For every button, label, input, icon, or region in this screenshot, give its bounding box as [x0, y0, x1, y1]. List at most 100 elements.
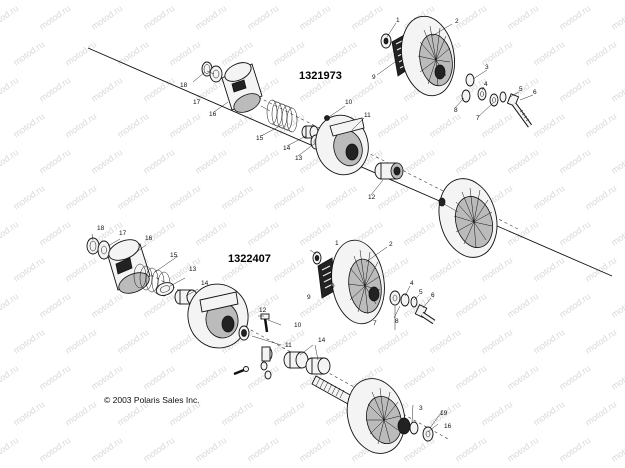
- watermark-text: motod.ru: [37, 291, 72, 320]
- watermark-text: motod.ru: [167, 183, 202, 212]
- watermark-text: motod.ru: [401, 219, 436, 248]
- watermark-text: motod.ru: [401, 363, 436, 392]
- watermark-text: motod.ru: [89, 435, 124, 464]
- watermark-text: motod.ru: [453, 435, 488, 464]
- part-14-bushings: [283, 351, 331, 375]
- watermark-text: motod.ru: [479, 327, 514, 356]
- watermark-text: motod.ru: [245, 435, 280, 464]
- watermark-text: motod.ru: [11, 39, 46, 68]
- watermark-text: motod.ru: [375, 327, 410, 356]
- watermark-text: motod.ru: [531, 399, 566, 428]
- part-3-washer-b: [389, 290, 401, 306]
- callout-top-4: 4: [484, 81, 488, 88]
- watermark-text: motod.ru: [453, 3, 488, 32]
- watermark-text: motod.ru: [11, 111, 46, 140]
- part-5-washer-b: [410, 296, 418, 308]
- watermark-text: motod.ru: [89, 291, 124, 320]
- part-sheave-bottom: [346, 378, 411, 454]
- watermark-text: motod.ru: [37, 219, 72, 248]
- watermark-text: motod.ru: [323, 183, 358, 212]
- watermark-text: motod.ru: [531, 255, 566, 284]
- watermark-text: motod.ru: [401, 147, 436, 176]
- callout-top-6: 6: [533, 89, 537, 96]
- watermark-text: motod.ru: [453, 363, 488, 392]
- watermark-text: motod.ru: [583, 327, 618, 356]
- part-17-washer: [209, 65, 223, 83]
- callout-bottom-12: 12: [259, 307, 267, 314]
- callout-top-7: 7: [476, 115, 480, 122]
- watermark-text: motod.ru: [583, 255, 618, 284]
- callout-bottom-1: 1: [335, 240, 339, 247]
- callout-bottom-18: 18: [97, 225, 105, 232]
- watermark-text: motod.ru: [479, 399, 514, 428]
- part-set-screws: [233, 361, 272, 380]
- watermark-text: motod.ru: [167, 39, 202, 68]
- watermark-text: motod.ru: [271, 255, 306, 284]
- callout-top-10: 10: [345, 99, 353, 106]
- callout-top-11: 11: [364, 112, 371, 119]
- assembly-number-top: 1321973: [299, 70, 342, 82]
- callouts-top: 1 2 3 4 5 6 7 8 9 10 11 12 13 14 15 16 1…: [180, 17, 537, 201]
- callout-top-18: 18: [180, 82, 188, 89]
- callout-bottom-6: 6: [431, 292, 435, 299]
- watermark-text: motod.ru: [557, 363, 592, 392]
- part-16-cover: [221, 62, 263, 113]
- watermark-text: motod.ru: [557, 291, 592, 320]
- watermark-text: motod.ru: [297, 3, 332, 32]
- bottom-assembly: [86, 233, 451, 454]
- part-roller-2: [261, 346, 273, 362]
- watermark-text: motod.ru: [193, 219, 228, 248]
- watermark-text: motod.ru: [0, 219, 20, 248]
- watermark-text: motod.ru: [505, 219, 540, 248]
- watermark-text: motod.ru: [37, 75, 72, 104]
- watermark-text: motod.ru: [531, 111, 566, 140]
- part-15-spring-b: [133, 263, 171, 297]
- watermark-text: motod.ru: [141, 291, 176, 320]
- part-2-fixed-sheave: [401, 15, 455, 97]
- watermark-text: motod.ru: [11, 399, 46, 428]
- part-10-button: [324, 115, 330, 121]
- watermark-text: motod.ru: [505, 363, 540, 392]
- part-14-bushing-b: [174, 289, 198, 305]
- callout-bottom-19: 19: [440, 410, 448, 417]
- watermark-text: motod.ru: [193, 147, 228, 176]
- watermark-text: motod.ru: [141, 435, 176, 464]
- callout-top-1: 1: [396, 17, 400, 24]
- part-15-spring: [266, 99, 298, 133]
- part-washers-bottom: [409, 421, 434, 442]
- watermark-text: motod.ru: [11, 255, 46, 284]
- callout-bottom-5: 5: [419, 289, 423, 296]
- watermark-text: motod.ru: [245, 3, 280, 32]
- callout-bottom-14: 14: [201, 280, 209, 287]
- watermark-text: motod.ru: [609, 3, 625, 32]
- watermark-text: motod.ru: [609, 219, 625, 248]
- watermark-text: motod.ru: [479, 255, 514, 284]
- part-3-washer: [465, 73, 475, 87]
- callout-top-14: 14: [283, 145, 291, 152]
- watermark-text: motod.ru: [609, 147, 625, 176]
- watermark-text: motod.ru: [167, 111, 202, 140]
- watermark-text: motod.ru: [245, 147, 280, 176]
- watermark-text: motod.ru: [0, 147, 20, 176]
- watermark-text: motod.ru: [609, 363, 625, 392]
- watermark-text: motod.ru: [453, 291, 488, 320]
- watermark-text: motod.ru: [583, 111, 618, 140]
- watermark-text: motod.ru: [167, 255, 202, 284]
- watermark-text: motod.ru: [37, 435, 72, 464]
- watermark-text: motod.ru: [63, 39, 98, 68]
- part-12-bushing: [374, 162, 404, 180]
- part-6-bolt: [506, 93, 533, 128]
- callout-top-15: 15: [256, 135, 264, 142]
- callout-bottom-17: 17: [119, 230, 127, 237]
- watermark-text: motod.ru: [89, 363, 124, 392]
- watermark-text: motod.ru: [37, 3, 72, 32]
- callout-bottom-8: 8: [395, 318, 399, 325]
- part-1-bearing: [380, 33, 392, 49]
- watermark-text: motod.ru: [427, 111, 462, 140]
- watermark-text: motod.ru: [609, 291, 625, 320]
- watermark-text: motod.ru: [609, 435, 625, 464]
- watermark-text: motod.ru: [141, 147, 176, 176]
- callouts-bottom: 1 2 3 4 5 6 7 8 9 10 11 12 13 14 14 15 1…: [97, 225, 452, 430]
- watermark-text: motod.ru: [245, 219, 280, 248]
